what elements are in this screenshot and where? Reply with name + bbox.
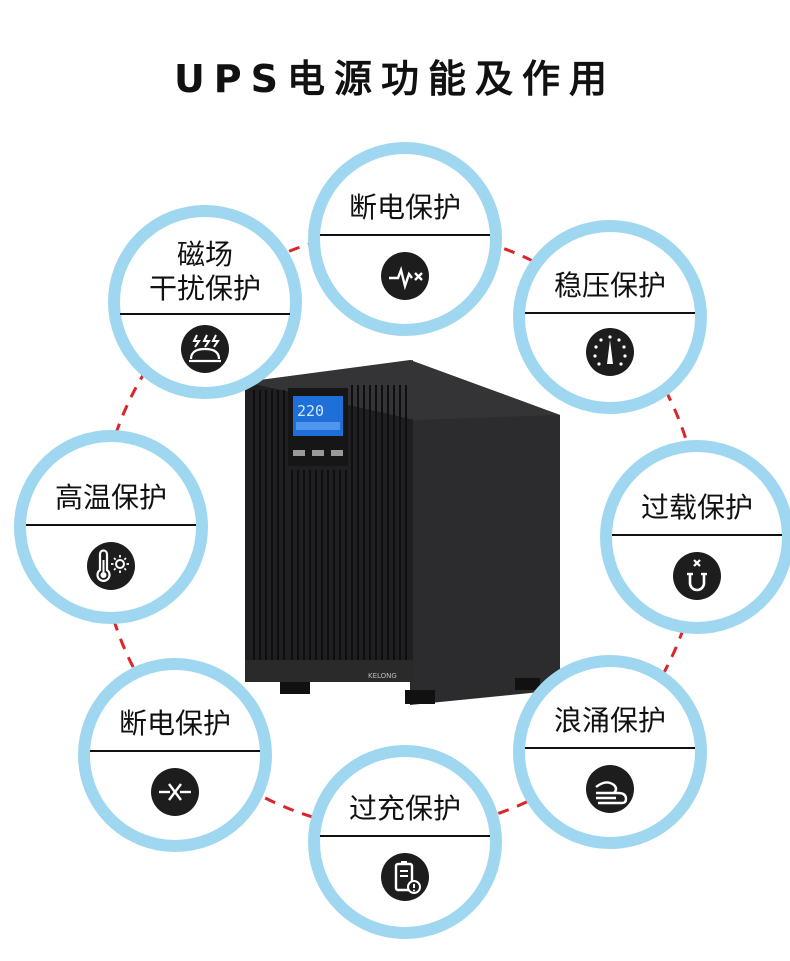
- ups-button-ent: [331, 450, 343, 456]
- feature-label: 断电保护: [348, 191, 461, 224]
- ups-button-off: [312, 450, 324, 456]
- feature-high-temperature: 高温保护: [14, 430, 208, 624]
- feature-overcharge: 过充保护: [308, 745, 502, 939]
- feature-label: 干扰保护: [148, 272, 261, 305]
- feature-surge: 浪涌保护: [513, 655, 707, 849]
- feature-power-outage-bottom: 断电保护: [78, 658, 272, 852]
- ups-button-on: [293, 450, 305, 456]
- feature-overload: 过载保护: [600, 440, 790, 634]
- feature-label: 断电保护: [118, 707, 231, 740]
- feature-voltage-regulation: 稳压保护: [513, 220, 707, 414]
- feature-label: 过载保护: [640, 491, 753, 524]
- lcd-reading: 220: [297, 402, 324, 420]
- feature-power-outage-top: 断电保护: [308, 142, 502, 336]
- feature-label: 高温保护: [54, 481, 167, 514]
- feature-label: 稳压保护: [553, 269, 666, 302]
- feature-label: 磁场: [176, 238, 233, 271]
- feature-label: 浪涌保护: [553, 704, 666, 737]
- gauge-icon: [586, 328, 634, 376]
- surge-wave-icon: [586, 765, 634, 813]
- disconnect-icon: [151, 768, 199, 816]
- thermometer-sun-icon: [87, 542, 135, 590]
- pulse-cross-icon: [381, 252, 429, 300]
- magnetic-field-icon: [181, 325, 229, 373]
- ups-tower-image: 220 KELONG: [245, 360, 560, 705]
- page-title: UPS电源功能及作用: [173, 57, 617, 101]
- magnet-overload-icon: [673, 552, 721, 600]
- feature-magnetic-interference: 磁场 干扰保护: [108, 205, 302, 399]
- feature-label: 过充保护: [348, 792, 461, 825]
- brand-logo: KELONG: [368, 672, 397, 680]
- battery-warning-icon: [381, 853, 429, 901]
